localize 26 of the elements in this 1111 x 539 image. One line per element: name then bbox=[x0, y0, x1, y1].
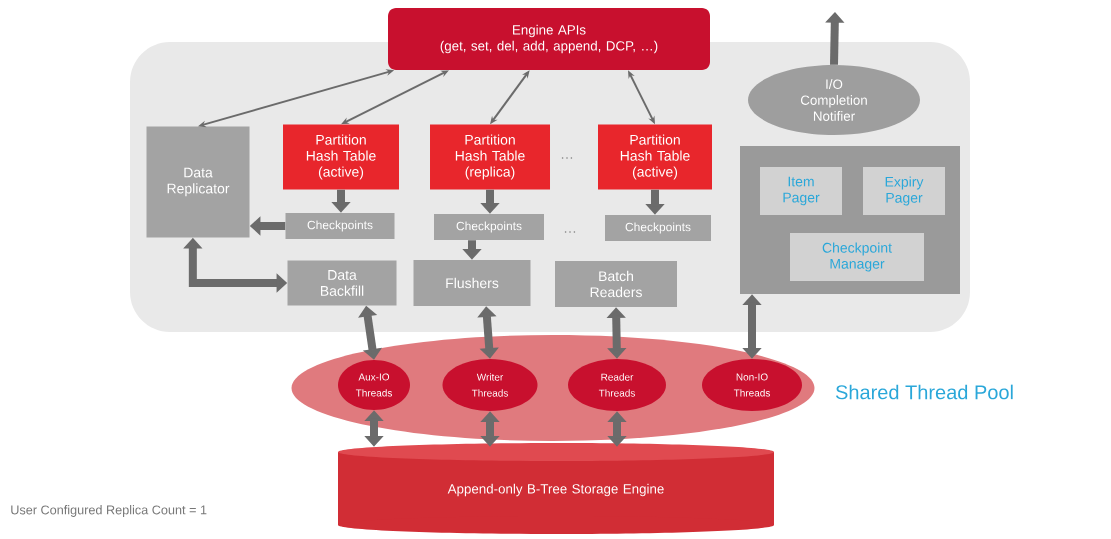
task-box: Item Pager bbox=[760, 167, 842, 215]
process-box: Batch Readers bbox=[555, 261, 677, 307]
arrow bbox=[606, 307, 627, 359]
ellipsis-label: … bbox=[561, 157, 573, 159]
task-box: Expiry Pager bbox=[863, 167, 945, 215]
storage-cylinder: Append-only B-Tree Storage Engine bbox=[338, 443, 774, 534]
arrow bbox=[341, 70, 449, 125]
checkpoint-box: Checkpoints bbox=[285, 213, 395, 239]
arrow bbox=[607, 411, 627, 447]
ellipsis-label: … bbox=[564, 231, 576, 233]
arrow bbox=[364, 410, 384, 447]
footnote: User Configured Replica Count = 1 bbox=[11, 505, 207, 517]
api-box: Engine APIs (get, set, del, add, append, DCP, …) bbox=[388, 8, 710, 70]
partition-box: Partition Hash Table (active) bbox=[598, 124, 712, 190]
arrow bbox=[477, 306, 499, 359]
pool-title: Shared Thread Pool bbox=[835, 384, 1013, 400]
checkpoint-box: Checkpoints bbox=[434, 214, 544, 240]
process-box: Flushers bbox=[413, 260, 531, 306]
arrow bbox=[480, 411, 500, 447]
checkpoint-box: Checkpoints bbox=[605, 215, 711, 241]
partition-box: Partition Hash Table (replica) bbox=[430, 124, 550, 190]
task-box: Checkpoint Manager bbox=[790, 233, 924, 281]
process-box: Data Replicator bbox=[146, 126, 250, 238]
partition-box: Partition Hash Table (active) bbox=[283, 124, 399, 190]
process-box: Data Backfill bbox=[287, 260, 397, 306]
arrow bbox=[742, 294, 762, 359]
